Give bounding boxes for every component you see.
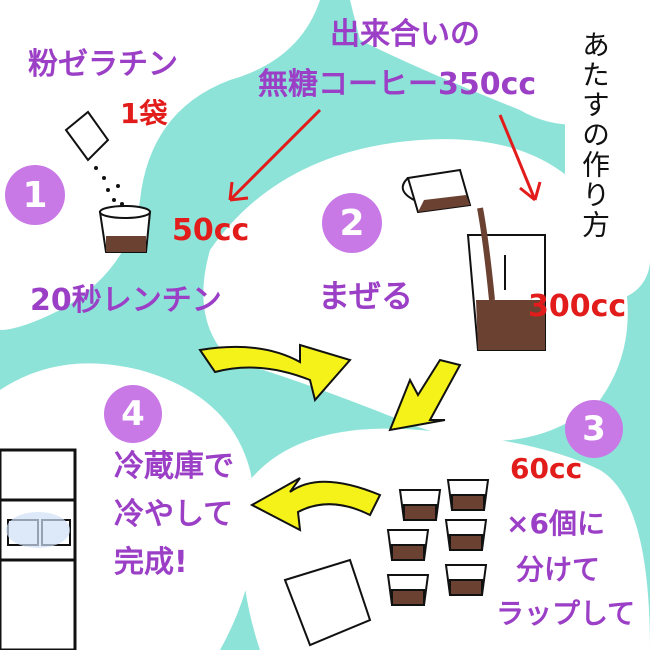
beaker-icon [466, 207, 546, 351]
step-3-detail-2: 分けて [516, 553, 601, 586]
step-1-instruction: 20秒レンチン [30, 283, 222, 318]
step-4-line-3: 完成! [114, 545, 188, 580]
step-2-instruction: まぜる [318, 277, 414, 315]
wrap-film-icon [283, 558, 372, 647]
gelatin-amount: 1袋 [120, 97, 168, 130]
step-4-line-2: 冷やして [114, 497, 234, 532]
step-4-line-1: 冷蔵庫で [114, 449, 234, 484]
cup-icon [446, 479, 490, 511]
cup-icon [398, 489, 442, 521]
page-title: あたすの作り方 [578, 30, 611, 240]
step-1-badge: 1 [5, 165, 65, 225]
title-panel [565, 0, 650, 300]
step-3-detail-3: ラップして [496, 597, 636, 630]
step-3-amount: 60cc [510, 452, 583, 485]
small-cup-icon [98, 205, 152, 253]
cup-icon [444, 564, 488, 596]
yellow-arrow-down [388, 358, 462, 432]
step-3-badge: 3 [565, 400, 623, 458]
refrigerator-icon [0, 448, 77, 650]
coffee-label-line2: 無糖コーヒー350cc [258, 67, 537, 102]
step-1-amount: 50cc [172, 213, 250, 248]
pitcher-icon [401, 168, 472, 214]
cup-icon [444, 519, 488, 551]
step-4-badge: 4 [104, 385, 162, 443]
cups-group-icon [386, 479, 490, 606]
cup-icon [386, 529, 430, 561]
coffee-label-line1: 出来合いの [330, 17, 480, 52]
red-arrow-left [228, 108, 322, 202]
red-arrow-right [498, 114, 542, 202]
yellow-arrow-left [249, 477, 382, 532]
gelatin-label: 粉ゼラチン [28, 47, 178, 82]
step-2-amount: 300cc [528, 289, 627, 324]
yellow-arrow-right [198, 343, 352, 403]
cup-icon [386, 574, 430, 606]
gelatin-packet-icon [64, 110, 124, 206]
step-3-detail-1: ×6個に [506, 507, 605, 540]
step-2-badge: 2 [322, 193, 382, 253]
white-panel-top-left [0, 0, 320, 330]
